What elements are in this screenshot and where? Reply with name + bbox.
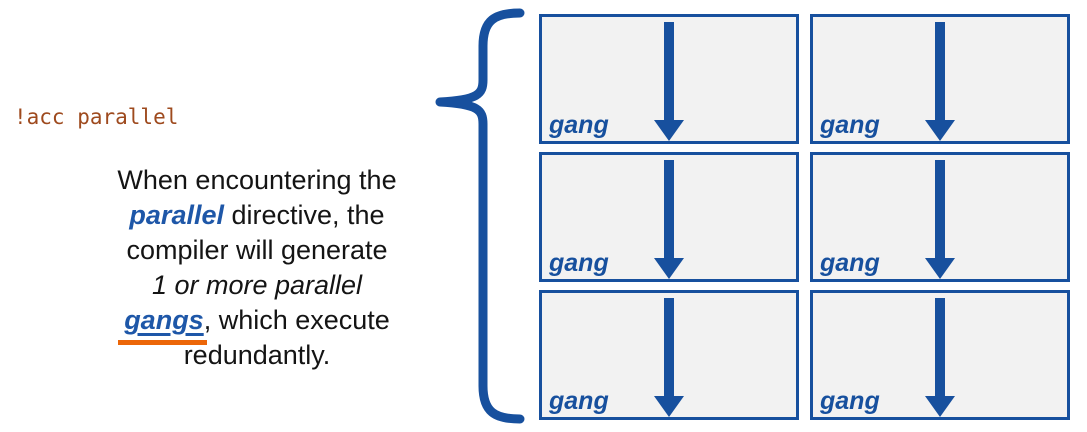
- parallel-keyword: parallel: [129, 200, 224, 230]
- gang-box: gang: [810, 152, 1070, 282]
- left-curly-brace: [435, 8, 525, 424]
- gang-box: gang: [810, 290, 1070, 420]
- down-arrow-icon: [654, 22, 684, 141]
- down-arrow-shaft: [664, 160, 674, 259]
- down-arrow-head: [654, 396, 684, 417]
- description-line-1: When encountering the: [117, 165, 397, 195]
- description-line-5: , which execute: [203, 305, 390, 335]
- down-arrow-shaft: [664, 298, 674, 397]
- gang-label: gang: [820, 110, 880, 139]
- acc-parallel-directive-label: !acc parallel: [14, 105, 179, 129]
- down-arrow-shaft: [935, 22, 945, 121]
- down-arrow-icon: [925, 298, 955, 417]
- description-line-2: directive, the: [223, 200, 385, 230]
- down-arrow-icon: [654, 160, 684, 279]
- gang-box: gang: [539, 14, 799, 144]
- down-arrow-icon: [654, 298, 684, 417]
- down-arrow-head: [925, 396, 955, 417]
- gang-box: gang: [539, 290, 799, 420]
- description-line-4: 1 or more parallel: [151, 270, 363, 300]
- gang-box: gang: [539, 152, 799, 282]
- gang-box: gang: [810, 14, 1070, 144]
- down-arrow-head: [654, 258, 684, 279]
- down-arrow-head: [925, 258, 955, 279]
- description-line-6: redundantly.: [183, 340, 331, 370]
- gang-label: gang: [549, 248, 609, 277]
- down-arrow-shaft: [664, 22, 674, 121]
- gang-grid: gang gang gang gang: [539, 14, 1070, 420]
- description-text: When encountering the parallel directive…: [67, 163, 447, 373]
- gang-label: gang: [549, 386, 609, 415]
- gang-label: gang: [820, 386, 880, 415]
- gang-label: gang: [549, 110, 609, 139]
- down-arrow-head: [925, 120, 955, 141]
- down-arrow-icon: [925, 22, 955, 141]
- gangs-keyword: gangs: [124, 305, 204, 335]
- down-arrow-shaft: [935, 160, 945, 259]
- down-arrow-icon: [925, 160, 955, 279]
- down-arrow-head: [654, 120, 684, 141]
- gang-label: gang: [820, 248, 880, 277]
- down-arrow-shaft: [935, 298, 945, 397]
- description-line-3: compiler will generate: [126, 235, 388, 265]
